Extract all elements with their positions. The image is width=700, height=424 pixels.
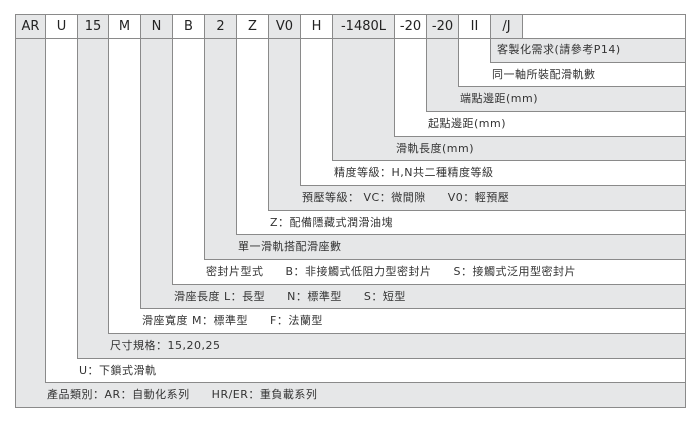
description-part: 滑軌長度(mm) bbox=[396, 141, 475, 155]
code-segment-5: B bbox=[172, 14, 205, 39]
code-header-blank bbox=[522, 14, 686, 39]
code-segment-3: M bbox=[108, 14, 141, 39]
code-segment-8: V0 bbox=[268, 14, 301, 39]
description-part: 預壓等級： VC：微間隙 bbox=[302, 191, 426, 204]
code-segment-0: AR bbox=[15, 14, 46, 39]
description-part: 密封片型式 bbox=[206, 265, 264, 278]
code-segment-12: -20 bbox=[426, 14, 459, 39]
code-region-14 bbox=[490, 38, 686, 63]
code-segment-10: -1480L bbox=[332, 14, 395, 39]
code-segment-11: -20 bbox=[394, 14, 427, 39]
description-part: 滑座長度 L：長型 bbox=[174, 289, 266, 303]
code-description-5: 密封片型式 B：非接觸式低阻力型密封片 S：接觸式泛用型密封片 bbox=[206, 260, 598, 284]
description-part: 尺寸規格：15,20,25 bbox=[110, 339, 221, 352]
code-description-1: U：下鎖式滑軌 bbox=[79, 359, 179, 383]
description-part: 端點邊距(mm) bbox=[460, 92, 539, 106]
description-part: HR/ER：重負載系列 bbox=[211, 388, 318, 402]
code-segment-2: 15 bbox=[77, 14, 109, 39]
description-part: 同一軸所裝配滑軌數 bbox=[492, 67, 596, 81]
description-part: F：法蘭型 bbox=[270, 314, 323, 328]
code-description-11: 起點邊距(mm) bbox=[428, 112, 528, 136]
description-part: Z：配備隱藏式潤滑油塊 bbox=[270, 215, 394, 229]
description-part: S：短型 bbox=[363, 289, 406, 303]
description-part: B：非接觸式低阻力型密封片 bbox=[285, 265, 432, 278]
description-part: 滑座寬度 M：標準型 bbox=[142, 314, 248, 328]
code-segment-6: 2 bbox=[204, 14, 237, 39]
description-part: 精度等級：H,N共二種精度等級 bbox=[334, 166, 494, 180]
code-description-14: 客製化需求(請參考P14) bbox=[497, 38, 643, 62]
description-part: 單一滑軌搭配滑座數 bbox=[238, 240, 342, 254]
code-description-3: 滑座寬度 M：標準型 F：法蘭型 bbox=[142, 309, 345, 333]
description-part: N：標準型 bbox=[287, 289, 342, 303]
code-segment-9: H bbox=[300, 14, 333, 39]
code-description-9: 精度等級：H,N共二種精度等級 bbox=[334, 161, 516, 185]
code-segment-7: Z bbox=[236, 14, 269, 39]
code-segment-13: II bbox=[458, 14, 491, 39]
code-segment-14: /J bbox=[490, 14, 523, 39]
description-part: 起點邊距(mm) bbox=[428, 117, 507, 130]
code-segment-1: U bbox=[45, 14, 78, 39]
code-description-13: 同一軸所裝配滑軌數 bbox=[492, 63, 618, 87]
code-description-2: 尺寸規格：15,20,25 bbox=[110, 334, 242, 358]
description-part: U：下鎖式滑軌 bbox=[79, 363, 157, 377]
code-segment-4: N bbox=[140, 14, 173, 39]
code-description-10: 滑軌長度(mm) bbox=[396, 137, 496, 161]
code-description-7: Z：配備隱藏式潤滑油塊 bbox=[270, 211, 415, 235]
description-part: S：接觸式泛用型密封片 bbox=[453, 265, 577, 278]
code-description-12: 端點邊距(mm) bbox=[460, 87, 560, 111]
code-description-0: 產品類別：AR：自動化系列 HR/ER：重負載系列 bbox=[47, 383, 339, 407]
code-description-8: 預壓等級： VC：微間隙 V0：輕預壓 bbox=[302, 186, 531, 210]
description-part: 產品類別：AR：自動化系列 bbox=[47, 388, 190, 402]
description-part: V0：輕預壓 bbox=[447, 191, 510, 204]
code-description-6: 單一滑軌搭配滑座數 bbox=[238, 235, 364, 259]
code-description-4: 滑座長度 L：長型 N：標準型 S：短型 bbox=[174, 285, 428, 309]
description-part: 客製化需求(請參考P14) bbox=[497, 43, 621, 56]
